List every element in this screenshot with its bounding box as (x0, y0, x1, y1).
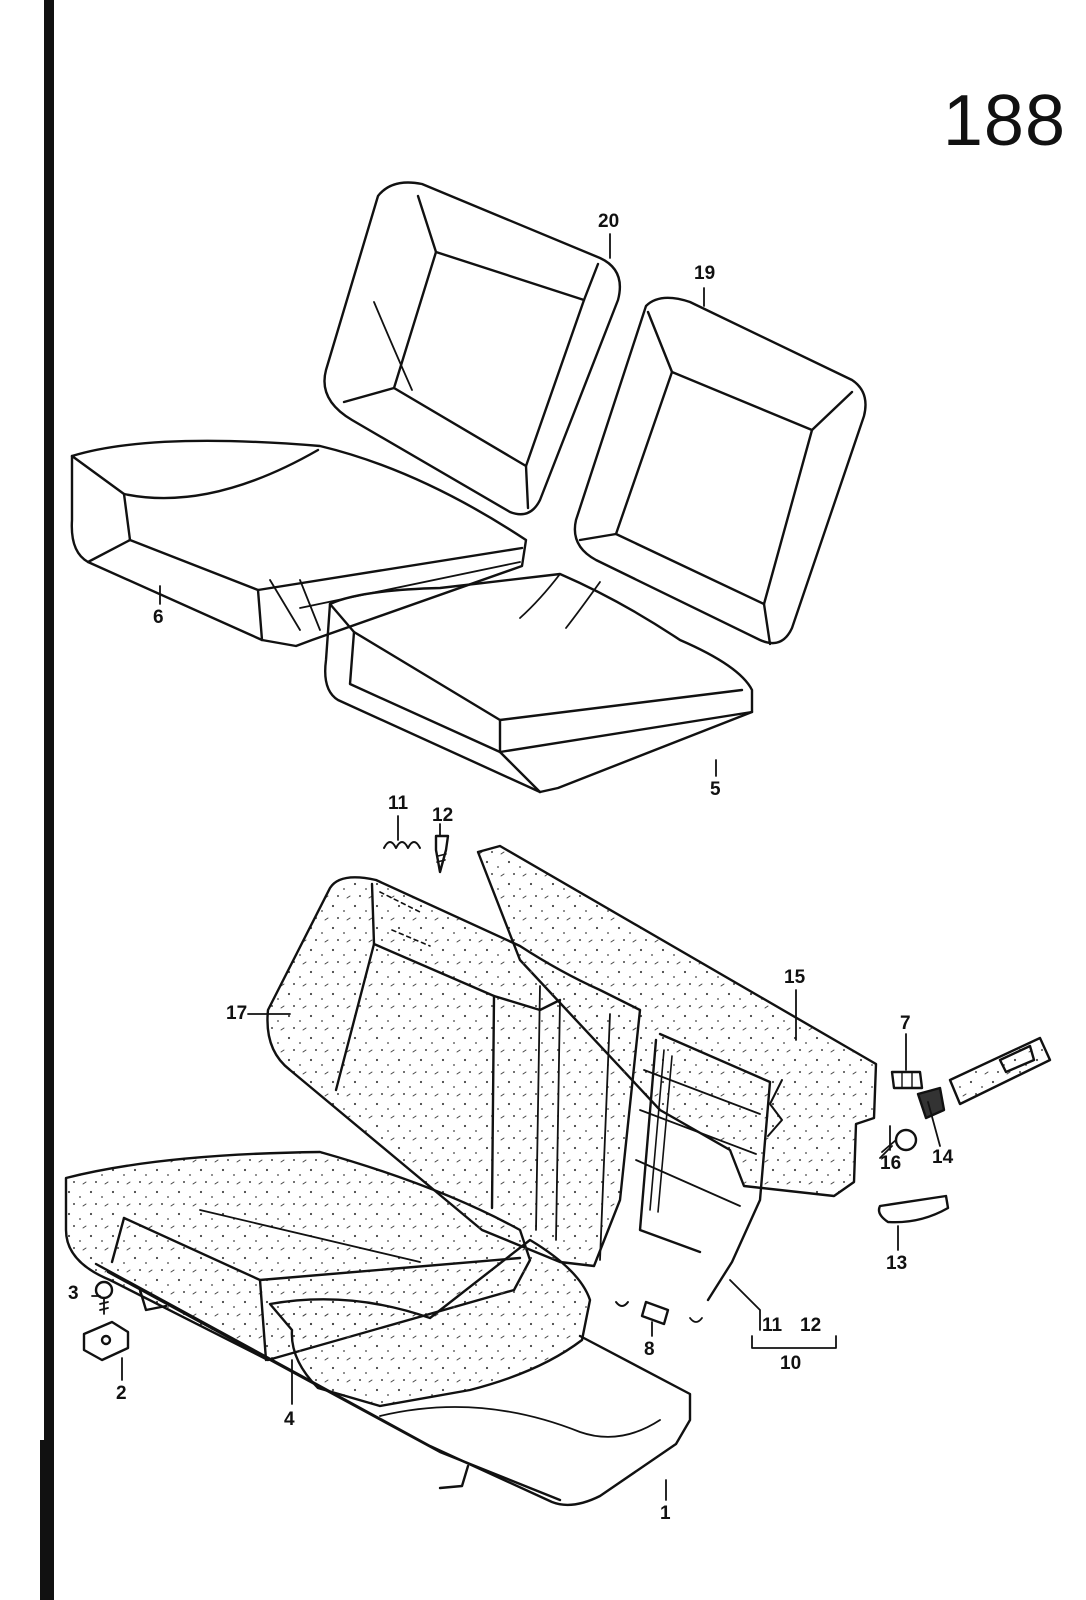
callout-12-bottom: 12 (800, 1315, 822, 1336)
callout-8: 8 (644, 1339, 655, 1360)
callout-5: 5 (710, 779, 721, 800)
callout-1: 1 (660, 1503, 671, 1524)
binding-edge (44, 0, 54, 1600)
seat-cushion-right-part-5 (324, 572, 754, 794)
callout-2: 2 (116, 1383, 127, 1404)
callout-20: 20 (598, 211, 620, 232)
callout-11-top: 11 (388, 793, 409, 814)
callout-19: 19 (694, 263, 716, 284)
spring-11-top (383, 841, 421, 849)
screw-12-top (434, 834, 450, 874)
callout-6: 6 (153, 607, 164, 628)
seat-frame-1 (94, 1262, 692, 1507)
backrest-frame (635, 1032, 783, 1302)
seat-cushion-left-part-6 (70, 439, 528, 648)
seat-base-4 (64, 1150, 592, 1408)
binding-edge-lower (40, 1440, 52, 1600)
leader-lines (91, 233, 941, 1501)
callout-7: 7 (900, 1013, 911, 1034)
callout-11-bottom: 11 (762, 1315, 783, 1336)
callout-10: 10 (780, 1353, 802, 1374)
callout-16: 16 (880, 1153, 902, 1174)
lock-housing-14 (916, 1036, 1052, 1120)
callout-4: 4 (284, 1409, 295, 1430)
backrest-assembly-17 (266, 876, 642, 1268)
callout-12-top: 12 (432, 805, 454, 826)
backrest-left-part-20 (323, 181, 622, 516)
bracket-2 (82, 1320, 130, 1362)
catch-7 (890, 1070, 924, 1090)
bolt-3 (94, 1280, 114, 1315)
pin-8 (615, 1300, 703, 1326)
strip-13 (877, 1194, 950, 1224)
backrest-panel-15 (476, 844, 878, 1198)
page-number: 188 (942, 81, 1066, 161)
callout-17: 17 (226, 1003, 248, 1024)
callout-13: 13 (886, 1253, 908, 1274)
callout-14: 14 (932, 1147, 954, 1168)
callout-15: 15 (784, 967, 806, 988)
backrest-right-part-19 (573, 296, 867, 646)
callout-3: 3 (68, 1283, 79, 1304)
